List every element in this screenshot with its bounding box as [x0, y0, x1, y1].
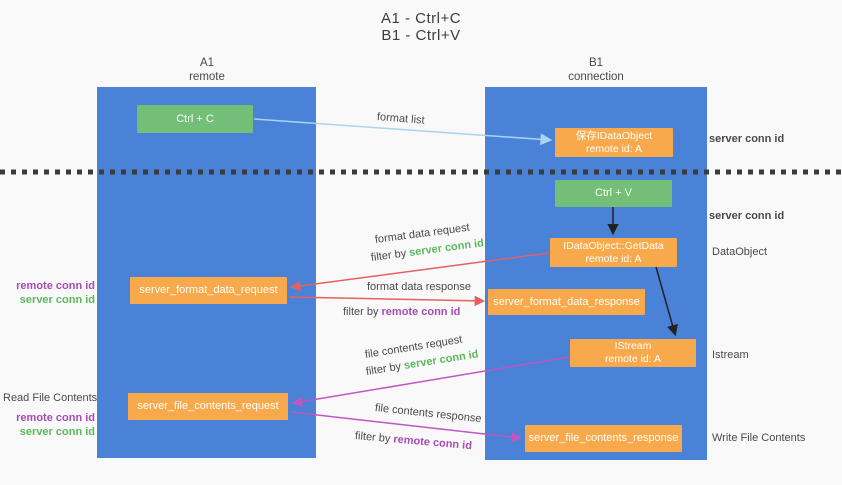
left-column-subtitle: remote	[189, 71, 225, 83]
node-server-format-data-request-label: server_format_data_request	[139, 284, 278, 296]
node-server-format-data-response-label: server_format_data_response	[493, 295, 640, 308]
node-save-dataobject-line1: 保存IDataObject	[575, 129, 653, 142]
right-column-subtitle: connection	[568, 71, 624, 83]
filter-by-text: filter by	[354, 430, 394, 446]
annotation-istream: Istream	[712, 349, 749, 361]
diagram-title: A1 - Ctrl+C B1 - Ctrl+V	[0, 10, 842, 44]
node-getdata-line1: IDataObject::GetData	[563, 239, 664, 252]
filter-by-text: filter by	[343, 306, 382, 318]
title-line-2: B1 - Ctrl+V	[381, 27, 461, 44]
node-save-dataobject-line2: remote id: A	[585, 142, 643, 155]
edge-label-format-list: format list	[376, 111, 426, 127]
node-getdata-line2: remote id: A	[585, 252, 642, 265]
annotation-server-conn-id: server conn id	[19, 426, 95, 438]
right-column-name: B1	[588, 57, 604, 69]
edge-label-filter-format-response: filter by remote conn id	[343, 306, 460, 318]
node-ctrl-v-label: Ctrl + V	[595, 187, 632, 199]
node-getdata: IDataObject::GetData remote id: A	[550, 238, 677, 267]
filter-key-server-conn-id: server conn id	[408, 237, 485, 259]
annotation-write-file-contents: Write File Contents	[712, 432, 806, 444]
annotation-server-conn-id-top: server conn id	[709, 133, 785, 145]
left-column-name: A1	[199, 57, 215, 69]
node-istream-line1: IStream	[614, 340, 652, 352]
node-server-file-contents-request: server_file_contents_request	[128, 393, 288, 420]
node-server-format-data-request: server_format_data_request	[130, 277, 287, 304]
annotation-remote-conn-id: remote conn id	[16, 280, 95, 292]
left-column-header: A1 remote	[147, 56, 267, 84]
filter-key-remote-conn-id: remote conn id	[381, 306, 461, 318]
title-line-1: A1 - Ctrl+C	[380, 10, 462, 27]
node-server-file-contents-response-label: server_file_contents_response	[528, 432, 679, 444]
filter-key-remote-conn-id: remote conn id	[392, 433, 473, 453]
annotation-server-conn-id-mid: server conn id	[709, 210, 785, 222]
node-ctrl-c-label: Ctrl + C	[176, 112, 214, 125]
filter-by-text: filter by	[365, 360, 405, 378]
annotation-read-file-contents: Read File Contents	[3, 392, 98, 404]
edge-label-file-contents-response: file contents response	[374, 402, 483, 426]
annotation-remote-conn-id: remote conn id	[16, 412, 95, 424]
node-server-format-data-response: server_format_data_response	[488, 289, 645, 315]
right-column-header: B1 connection	[536, 56, 656, 84]
node-ctrl-c: Ctrl + C	[137, 105, 253, 133]
node-server-file-contents-response: server_file_contents_response	[525, 425, 682, 452]
node-ctrl-v: Ctrl + V	[555, 180, 672, 207]
annotation-format-conn-ids: remote conn id server conn id	[10, 279, 95, 307]
arrow-format-data-response	[288, 295, 486, 307]
annotation-file-conn-ids: remote conn id server conn id	[10, 411, 95, 439]
annotation-server-conn-id: server conn id	[19, 294, 95, 306]
annotation-dataobject: DataObject	[712, 246, 768, 258]
node-istream: IStream remote id: A	[570, 339, 696, 367]
edge-label-format-data-response: format data response	[367, 281, 471, 293]
filter-by-text: filter by	[370, 247, 410, 264]
edge-label-filter-file-response: filter by remote conn id	[354, 430, 472, 452]
node-save-dataobject: 保存IDataObject remote id: A	[555, 128, 673, 157]
node-server-file-contents-request-label: server_file_contents_request	[137, 400, 279, 412]
node-istream-line2: remote id: A	[604, 353, 662, 365]
